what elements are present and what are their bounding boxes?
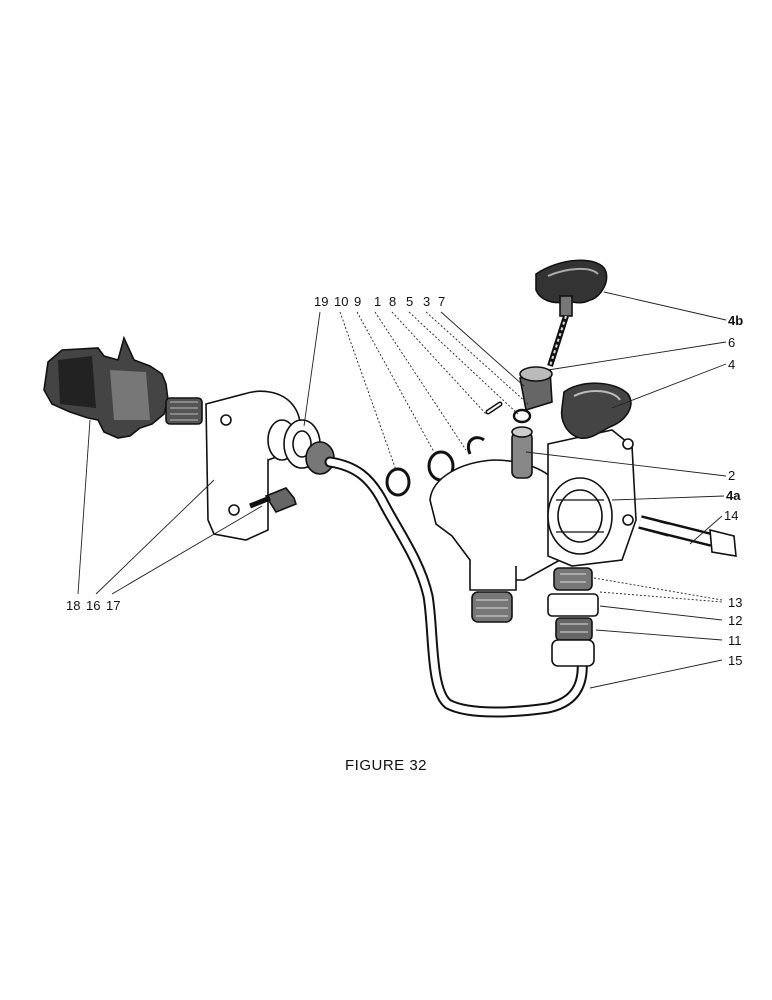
callout-4a: 4a (726, 488, 741, 503)
spring-washer (512, 408, 532, 424)
callout-9: 9 (354, 294, 361, 309)
locating-pin (485, 401, 503, 415)
callout-19: 19 (314, 294, 328, 309)
fuel-pipe (324, 456, 588, 718)
leader-lines (77, 291, 727, 689)
callout-4: 4 (728, 357, 735, 372)
callout-14: 14 (724, 508, 738, 523)
outlet-fittings (547, 567, 599, 667)
gland-nut (519, 366, 553, 412)
clamp-bolt (638, 515, 737, 557)
callout-4b: 4b (728, 313, 743, 328)
bracket-bolt (249, 487, 297, 513)
lever-knob-upper (535, 259, 608, 367)
callout-8: 8 (389, 294, 396, 309)
filter-cover (547, 477, 613, 555)
callout-5: 5 (406, 294, 413, 309)
callout-7: 7 (438, 294, 445, 309)
lever-knob-lower (560, 382, 632, 440)
callout-labels: 19 10 9 1 8 5 3 7 4b 6 4 2 4a 14 13 12 1… (66, 294, 743, 668)
mounting-bracket (205, 390, 301, 541)
figure-caption: FIGURE 32 (344, 757, 428, 774)
callout-10: 10 (334, 294, 348, 309)
callout-6: 6 (728, 335, 735, 350)
centre-spindle (511, 426, 533, 479)
callout-1: 1 (374, 294, 381, 309)
connector-fitting (43, 335, 203, 439)
banjo-union (267, 419, 335, 475)
callout-13: 13 (728, 595, 742, 610)
callout-2: 2 (728, 468, 735, 483)
callout-15: 15 (728, 653, 742, 668)
callout-12: 12 (728, 613, 742, 628)
callout-11: 11 (728, 633, 742, 648)
callout-17: 17 (106, 598, 120, 613)
callout-18: 18 (66, 598, 80, 613)
outlet-union-lower (471, 591, 513, 623)
callout-16: 16 (86, 598, 100, 613)
callout-3: 3 (423, 294, 430, 309)
